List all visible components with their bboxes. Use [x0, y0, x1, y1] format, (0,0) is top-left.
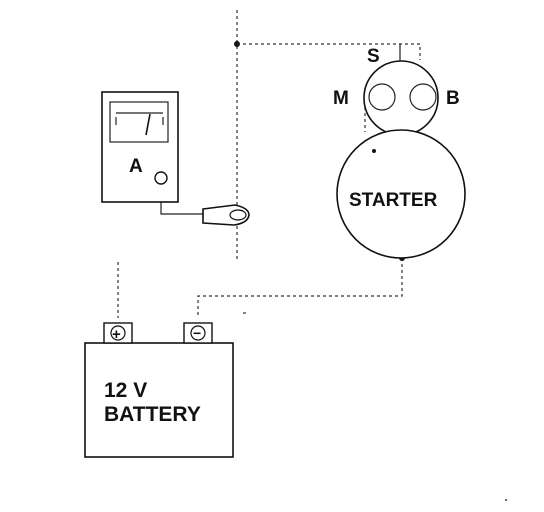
battery: + − 12 V BATTERY [84, 322, 234, 458]
terminal-b-label: B [446, 88, 460, 109]
battery-name-label: BATTERY [104, 403, 201, 426]
terminal-s-label: S [367, 46, 380, 67]
clamp-jaw [229, 209, 247, 221]
scan-speck [505, 499, 507, 501]
positive-symbol: + [112, 326, 121, 343]
battery-voltage-label: 12 V [104, 379, 147, 402]
starter-housing [336, 129, 466, 259]
ammeter-needle [145, 113, 151, 136]
ammeter-label: A [129, 156, 143, 177]
positive-terminal [110, 325, 126, 341]
wire-starter-ground [197, 258, 403, 318]
terminal-m [368, 83, 396, 111]
terminal-b [409, 83, 437, 111]
ammeter: A [101, 91, 179, 203]
ammeter-scale [115, 112, 164, 125]
ammeter-terminal [154, 171, 168, 185]
starter-label: STARTER [349, 190, 438, 211]
wire-to-s-terminal [237, 43, 421, 60]
negative-terminal [190, 325, 206, 341]
ammeter-dial-window [109, 101, 169, 143]
terminal-m-label: M [333, 88, 349, 109]
negative-symbol: − [193, 325, 201, 341]
starter-terminal-dot [372, 149, 376, 153]
inductive-clamp [202, 204, 250, 226]
starter-motor: S M B STARTER [333, 46, 466, 259]
battery-case [84, 342, 234, 458]
